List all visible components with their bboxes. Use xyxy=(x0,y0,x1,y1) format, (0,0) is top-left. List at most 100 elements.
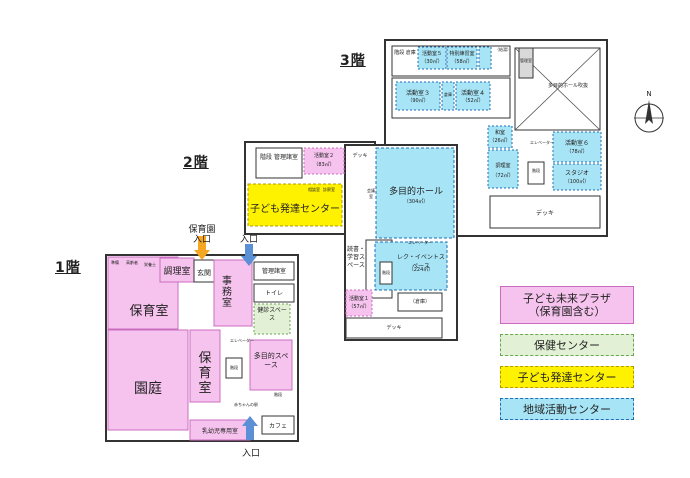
f1-chouri xyxy=(159,257,195,283)
f1-entrance-hoikuen-1: 保育園 xyxy=(188,225,216,235)
f3-studio-label: スタジオ xyxy=(564,170,589,177)
f1-genkan-label: 玄関 xyxy=(197,269,211,277)
f3-elev-label: エレベーター xyxy=(530,140,554,145)
f1-entei-label: 園庭 xyxy=(134,381,162,397)
f2-tamokuteki-hall xyxy=(375,147,455,239)
f3-chourishitsu-label: 調理室 xyxy=(495,163,511,169)
f1-jimu-label: 事務室 xyxy=(222,276,232,309)
legend-chiiki-label: 地域活動センター xyxy=(523,402,611,416)
f1-hoiku-char-2: 育 xyxy=(198,366,212,381)
f3-katsudo6-area: （78㎡） xyxy=(566,149,588,155)
f3-fukiage-diag-2 xyxy=(514,47,601,131)
f1-kourei-label: 高齢者 xyxy=(126,260,138,265)
f1-chouri-label: 調理室 xyxy=(163,267,191,277)
f3-washitsu xyxy=(487,125,513,149)
f3-katsudo5-label: 活動室５ xyxy=(421,51,442,57)
compass-icon xyxy=(634,100,664,133)
f3-katsudo4-label: 活動室４ xyxy=(460,90,485,97)
f2-katsudo1 xyxy=(345,289,373,317)
f2-kaidan-kanri xyxy=(255,147,303,179)
f1-jubi-label: 準備 xyxy=(111,260,119,265)
f2-katsudo2-area: （83㎡） xyxy=(313,162,335,168)
f2-kaigi-label: 会議室 xyxy=(367,188,375,199)
f2-souko xyxy=(397,292,443,312)
f3-grey-kanri xyxy=(518,47,534,79)
f3-katsudo6 xyxy=(552,131,602,163)
f1-kaidan-b-label: 階段 xyxy=(274,392,282,397)
f1-kaidan-label: 階段 xyxy=(230,365,238,370)
f1-kenshin xyxy=(253,303,291,335)
f3-tokubetsu-area: （58㎡） xyxy=(451,59,473,65)
f2-tamokuteki-area: （304㎡） xyxy=(403,199,429,205)
legend-kodomo-plaza-line1: 子ども未来プラザ xyxy=(523,292,611,305)
f3-chourishitsu-area: （72㎡） xyxy=(492,173,514,179)
legend-kodomo-plaza: 子ども未来プラザ （保育園含む） xyxy=(500,286,634,324)
f1-nyuyoji-label: 乳幼児専用室 xyxy=(201,428,238,435)
f2-soudan-label: 相談室 xyxy=(308,187,320,192)
f3-washitsu-label: 和室 xyxy=(494,130,505,136)
f1-eiyou-label: 栄養士 xyxy=(144,262,156,267)
f3-kaidan xyxy=(527,161,545,185)
f2-kaidan-kanri-label: 階段 管理諸室 xyxy=(260,154,298,161)
floor-3-label: 3階 xyxy=(340,53,366,69)
f3-deck-label: デッキ xyxy=(535,210,554,217)
f1-hoiku-char-1: 保 xyxy=(198,351,212,366)
f3-katsudo6-label: 活動室６ xyxy=(564,140,589,147)
entrance-arrow-main xyxy=(241,244,257,266)
legend-chiiki: 地域活動センター xyxy=(500,398,634,420)
f2-rekuri-label: レク・イベントスペース xyxy=(397,254,445,270)
f1-kaidan xyxy=(225,357,243,379)
f3-deck xyxy=(489,195,601,229)
f3-kaidan-label: 階段 xyxy=(532,168,540,173)
floor-2-label: 2階 xyxy=(183,155,209,171)
f1-toilet-label: トイレ xyxy=(264,290,283,297)
f3-fukiage-label: 多目的ホール吹抜 xyxy=(547,83,588,89)
f1-kenshin-label: 健診スペース xyxy=(257,307,287,322)
floor-1-label: 1階 xyxy=(55,260,81,276)
f2-kaidan-label: 階段 xyxy=(382,270,390,275)
legend-hoken: 保健センター xyxy=(500,334,634,356)
f1-toilet xyxy=(253,283,295,303)
f2-deck-bottom-label: デッキ xyxy=(386,325,402,331)
f2-tamokuteki-label: 多目的ホール xyxy=(388,187,443,197)
legend-hoken-label: 保健センター xyxy=(534,338,600,352)
f3-katsudo5-area: （30㎡） xyxy=(421,59,443,65)
f1-akachan-label: 赤ちゃんの駅 xyxy=(234,402,258,407)
f3-washitsu-area: （26㎡） xyxy=(489,138,511,144)
f2-hattatsu-label: 子ども発達センター xyxy=(250,204,340,215)
legend-hattatsu: 子ども発達センター xyxy=(500,366,634,388)
f3-small-room xyxy=(478,46,492,70)
f1-tamokuteki-label: 多目的スペース xyxy=(253,352,289,369)
f3-studio-area: （100㎡） xyxy=(564,179,590,185)
f3-souko-label: 倉庫 xyxy=(444,92,452,97)
entrance-arrow-bottom xyxy=(242,416,258,440)
floor-2-plan xyxy=(244,141,458,341)
legend-kodomo-plaza-line2: （保育園含む） xyxy=(528,305,606,318)
f1-hoikushitsu-top-label: 保育室 xyxy=(129,304,169,319)
legend-hattatsu-label: 子ども発達センター xyxy=(517,370,617,384)
f3-chourishitsu xyxy=(487,149,519,189)
f1-kanri-label: 管理諸室 xyxy=(261,268,286,275)
f3-kanri-label: 管理室 xyxy=(520,58,532,63)
f1-cafe xyxy=(261,415,295,435)
f1-entrance-main: 入口 xyxy=(239,235,258,245)
f2-dokusho-label: 読書・学習スペース xyxy=(346,246,365,269)
f3-katsudo3-label: 活動室３ xyxy=(405,90,430,97)
entrance-arrow-hoikuen xyxy=(194,236,210,260)
f3-studio xyxy=(552,163,602,191)
f1-hoikushitsu-bottom xyxy=(189,329,221,403)
f2-rekuri-area: （224㎡） xyxy=(408,267,434,273)
f2-souko-label: （倉庫） xyxy=(409,299,430,305)
f1-kanri xyxy=(253,261,295,281)
floor-1-plan xyxy=(105,236,299,442)
f1-entrance-hoikuen-2: 入口 xyxy=(192,235,211,245)
f2-katsudo2 xyxy=(303,147,345,175)
f3-katsudo-mini xyxy=(441,81,455,111)
f3-tokubetsu-label: 特別練習室 xyxy=(449,51,475,57)
f1-entrance-bottom: 入口 xyxy=(241,449,260,459)
f1-entei xyxy=(107,329,189,431)
f3-katsudo3-area: （90㎡） xyxy=(407,98,429,104)
f1-hoiku-char-3: 室 xyxy=(198,381,212,396)
f2-hattatsu xyxy=(247,183,343,227)
